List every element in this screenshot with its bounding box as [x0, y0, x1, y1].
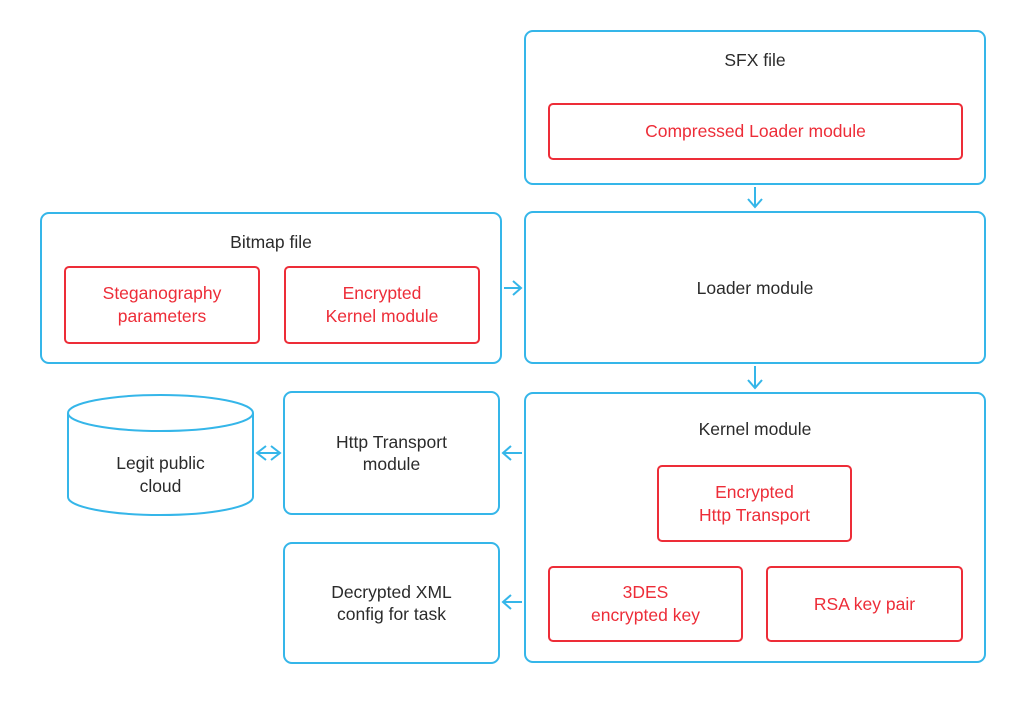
node-sfx-file-label: SFX file	[724, 50, 786, 70]
node-legit-public-cloud-label: Legit public cloud	[116, 453, 205, 496]
node-bitmap-file-label: Bitmap file	[230, 232, 312, 252]
arrow-loader-to-kernel	[747, 366, 763, 390]
arrow-kernel-to-http-transport	[501, 445, 522, 461]
node-decrypted-xml-config: Decrypted XML config for task	[283, 542, 500, 664]
node-http-transport-module-label: Http Transport module	[336, 432, 447, 474]
arrow-bitmap-to-loader	[504, 280, 523, 296]
node-steganography-parameters-label: Steganography parameters	[102, 283, 222, 326]
node-3des-encrypted-key-label: 3DES encrypted key	[591, 582, 700, 625]
node-steganography-parameters: Steganography parameters	[64, 266, 260, 344]
node-rsa-key-pair-label: RSA key pair	[813, 593, 916, 614]
cylinder-body	[67, 413, 254, 516]
node-decrypted-xml-config-label: Decrypted XML config for task	[331, 582, 452, 624]
node-rsa-key-pair: RSA key pair	[766, 566, 963, 642]
node-loader-module: Loader module	[524, 211, 986, 364]
node-encrypted-http-transport: Encrypted Http Transport	[657, 465, 852, 542]
node-loader-module-label: Loader module	[696, 277, 814, 298]
node-encrypted-http-transport-label: Encrypted Http Transport	[699, 481, 810, 525]
node-encrypted-kernel-module-label: Encrypted Kernel module	[325, 283, 439, 326]
node-kernel-module: Kernel module Encrypted Http Transport 3…	[524, 392, 986, 663]
node-compressed-loader-module: Compressed Loader module	[548, 103, 963, 160]
node-sfx-file: SFX file Compressed Loader module	[524, 30, 986, 185]
arrow-http-transport-to-cloud-bidirectional	[255, 445, 282, 461]
node-kernel-module-label: Kernel module	[698, 419, 812, 439]
node-http-transport-module: Http Transport module	[283, 391, 500, 515]
node-compressed-loader-module-label: Compressed Loader module	[645, 121, 866, 141]
cylinder-icon	[67, 394, 254, 516]
cylinder-top-ellipse	[67, 394, 254, 432]
arrow-kernel-to-xml-config	[501, 594, 522, 610]
arrow-sfx-to-loader	[747, 187, 763, 209]
node-3des-encrypted-key: 3DES encrypted key	[548, 566, 743, 642]
node-bitmap-file: Bitmap file Steganography parameters Enc…	[40, 212, 502, 364]
node-encrypted-kernel-module: Encrypted Kernel module	[284, 266, 480, 344]
